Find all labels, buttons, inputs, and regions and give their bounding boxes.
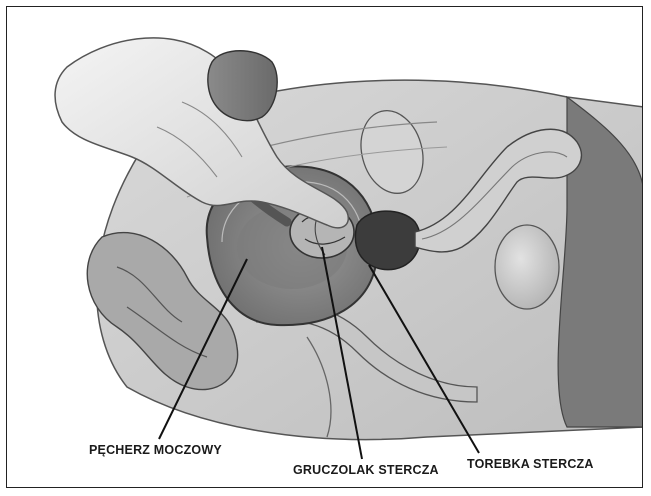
figure-frame: PĘCHERZ MOCZOWY GRUCZOLAK STERCZA TOREBK… (6, 6, 643, 488)
label-adenoma: GRUCZOLAK STERCZA (293, 463, 439, 477)
anatomy-artwork (7, 7, 643, 488)
label-bladder: PĘCHERZ MOCZOWY (89, 443, 222, 457)
label-capsule: TOREBKA STERCZA (467, 457, 594, 471)
prostate-capsule (355, 211, 420, 270)
testis (495, 225, 559, 309)
